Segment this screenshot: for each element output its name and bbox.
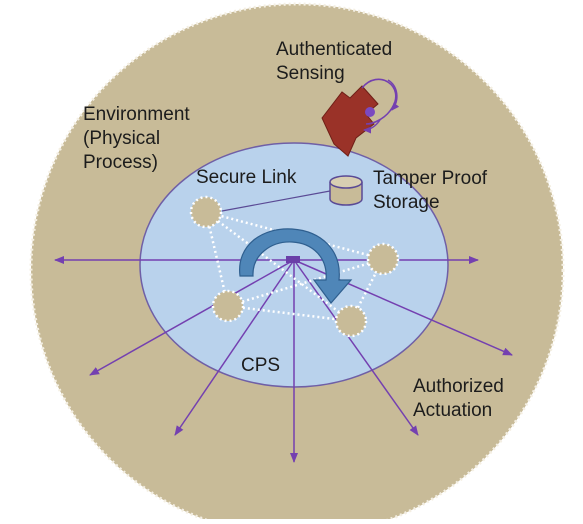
authenticated-sensing-line-2: Sensing (276, 63, 345, 84)
authorized-actuation-label: Authorized Actuation (413, 375, 504, 423)
actuation-arrow-down-right (293, 259, 419, 436)
actuation-arrow-lower-left (89, 259, 295, 376)
node-left (211, 289, 245, 323)
authorized-actuation-line-1: Authorized (413, 376, 504, 397)
rotation-arrow-icon (239, 228, 353, 304)
tamper-proof-storage-line-2: Storage (373, 192, 440, 213)
tamper-proof-storage-label: Tamper Proof Storage (373, 167, 487, 215)
storage-link (221, 190, 331, 212)
node-right (366, 242, 400, 276)
actuation-arrow-down-left (174, 259, 295, 436)
node-bottom-right (334, 304, 368, 338)
storage-cylinder-icon (329, 175, 363, 206)
authenticated-sensing-label: Authenticated Sensing (276, 38, 392, 86)
tamper-proof-storage-line-1: Tamper Proof (373, 168, 488, 189)
environment-line-1: Environment (83, 104, 190, 125)
secure-link-label: Secure Link (196, 167, 297, 188)
cps-label: CPS (241, 355, 281, 376)
authorized-actuation-line-2: Actuation (413, 400, 493, 421)
cps-hub (286, 256, 300, 263)
cps-nodes (189, 195, 400, 338)
sensor-icon (321, 78, 400, 157)
node-top-left (189, 195, 223, 229)
authenticated-sensing-line-1: Authenticated (276, 39, 393, 60)
environment-line-3: Process) (83, 152, 158, 173)
environment-line-2: (Physical (83, 128, 161, 149)
environment-label: Environment (Physical Process) (83, 103, 190, 175)
